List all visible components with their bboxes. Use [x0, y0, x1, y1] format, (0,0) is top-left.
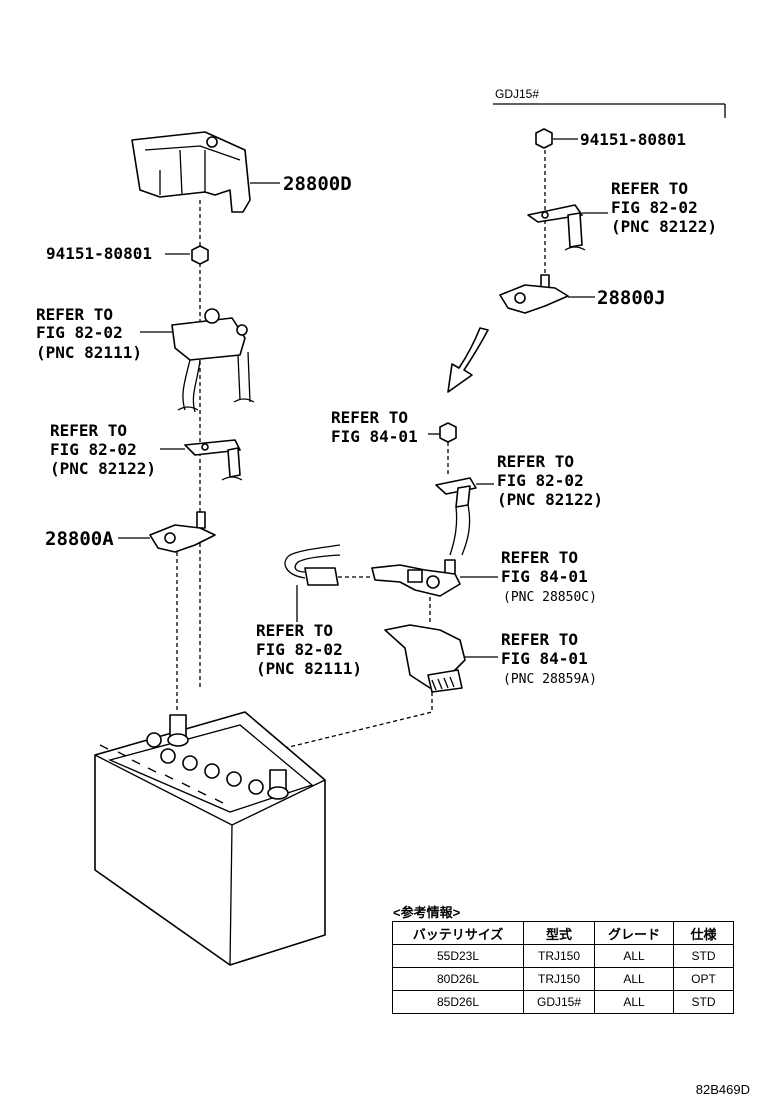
ref-82111-bottom-line1: REFER TO: [256, 621, 333, 640]
ref-82111-top-line1: REFER TO: [36, 305, 113, 324]
ref-28850c-line3: (PNC 28850C): [503, 590, 597, 605]
header-spec: 仕様: [673, 921, 734, 945]
ref-82122-mr-line1: REFER TO: [497, 452, 574, 471]
table-row: 85D26L GDJ15# ALL STD: [392, 990, 734, 1014]
ref-84-01-line2: FIG 84-01: [331, 427, 418, 446]
bracket-82122-mid-right[interactable]: [435, 477, 494, 556]
table-row: 80D26L TRJ150 ALL OPT: [392, 967, 734, 991]
header-model: 型式: [523, 921, 595, 945]
reference-info-title: <参考情報>: [393, 905, 461, 920]
variant-bracket: GDJ15#: [493, 87, 726, 118]
ref-28850c-line2: FIG 84-01: [501, 567, 588, 586]
ref-82122-mr-line3: (PNC 82122): [497, 490, 603, 509]
cell-size: 80D26L: [392, 967, 524, 991]
label-28800a: 28800A: [45, 528, 114, 550]
ref-28859a-line3: (PNC 28859A): [503, 672, 597, 687]
ref-28850c-line1: REFER TO: [501, 548, 578, 567]
ref-82122-tr-line2: FIG 82-02: [611, 198, 698, 217]
nut-left-part[interactable]: [165, 245, 209, 265]
label-28800d: 28800D: [283, 173, 352, 195]
header-battery-size: バッテリサイズ: [392, 921, 524, 945]
clamp-28800a-part[interactable]: [118, 511, 216, 553]
header-grade: グレード: [594, 921, 674, 945]
ref-28859a-line1: REFER TO: [501, 630, 578, 649]
table-row: 55D23L TRJ150 ALL STD: [392, 944, 734, 968]
cell-grade: ALL: [594, 967, 674, 991]
ref-84-01-line1: REFER TO: [331, 408, 408, 427]
nut-right-part[interactable]: [535, 128, 578, 149]
ref-82111-bottom-line2: FIG 82-02: [256, 640, 343, 659]
label-nut-left: 94151-80801: [46, 244, 152, 263]
ref-82122-left-line1: REFER TO: [50, 421, 127, 440]
cell-size: 55D23L: [392, 944, 524, 968]
ref-82111-bottom-line3: (PNC 82111): [256, 659, 362, 678]
ref-82122-tr-line1: REFER TO: [611, 179, 688, 198]
label-28800j: 28800J: [597, 287, 666, 309]
ref-28859a-line2: FIG 84-01: [501, 649, 588, 668]
cell-grade: ALL: [594, 990, 674, 1014]
cell-model: TRJ150: [523, 967, 595, 991]
battery-part[interactable]: [94, 711, 326, 966]
bracket-82122-left[interactable]: [160, 439, 243, 481]
label-nut-right: 94151-80801: [580, 130, 686, 149]
cell-model: TRJ150: [523, 944, 595, 968]
ref-82122-tr-line3: (PNC 82122): [611, 217, 717, 236]
ref-82122-left-line2: FIG 82-02: [50, 440, 137, 459]
reference-info-table: バッテリサイズ 型式 グレード 仕様 55D23L TRJ150 ALL STD…: [392, 921, 734, 1014]
sensor-28850c-part[interactable]: [371, 559, 498, 597]
clamp-28800j-part[interactable]: [499, 274, 595, 314]
ref-82111-top-line3: (PNC 82111): [36, 343, 142, 362]
cell-size: 85D26L: [392, 990, 524, 1014]
cell-spec: STD: [673, 990, 734, 1014]
terminal-cover-part[interactable]: [131, 131, 280, 213]
ref-82122-left-line3: (PNC 82122): [50, 459, 156, 478]
figure-code: 82B469D: [695, 1082, 750, 1097]
cell-spec: STD: [673, 944, 734, 968]
ref-82122-mr-line2: FIG 82-02: [497, 471, 584, 490]
cable-82111-bottom[interactable]: [284, 544, 372, 622]
variant-label: GDJ15#: [495, 87, 539, 101]
cell-spec: OPT: [673, 967, 734, 991]
cell-grade: ALL: [594, 944, 674, 968]
ref-82111-top-line2: FIG 82-02: [36, 323, 123, 342]
cover-28859a-part[interactable]: [384, 624, 498, 693]
bracket-82122-top-right[interactable]: [527, 204, 608, 251]
replacement-arrow: [447, 327, 489, 393]
terminal-assembly-82111[interactable]: [140, 308, 255, 413]
table-header-row: バッテリサイズ 型式 グレード 仕様: [392, 921, 734, 945]
nut-84-01-part[interactable]: [428, 422, 457, 443]
cell-model: GDJ15#: [523, 990, 595, 1014]
